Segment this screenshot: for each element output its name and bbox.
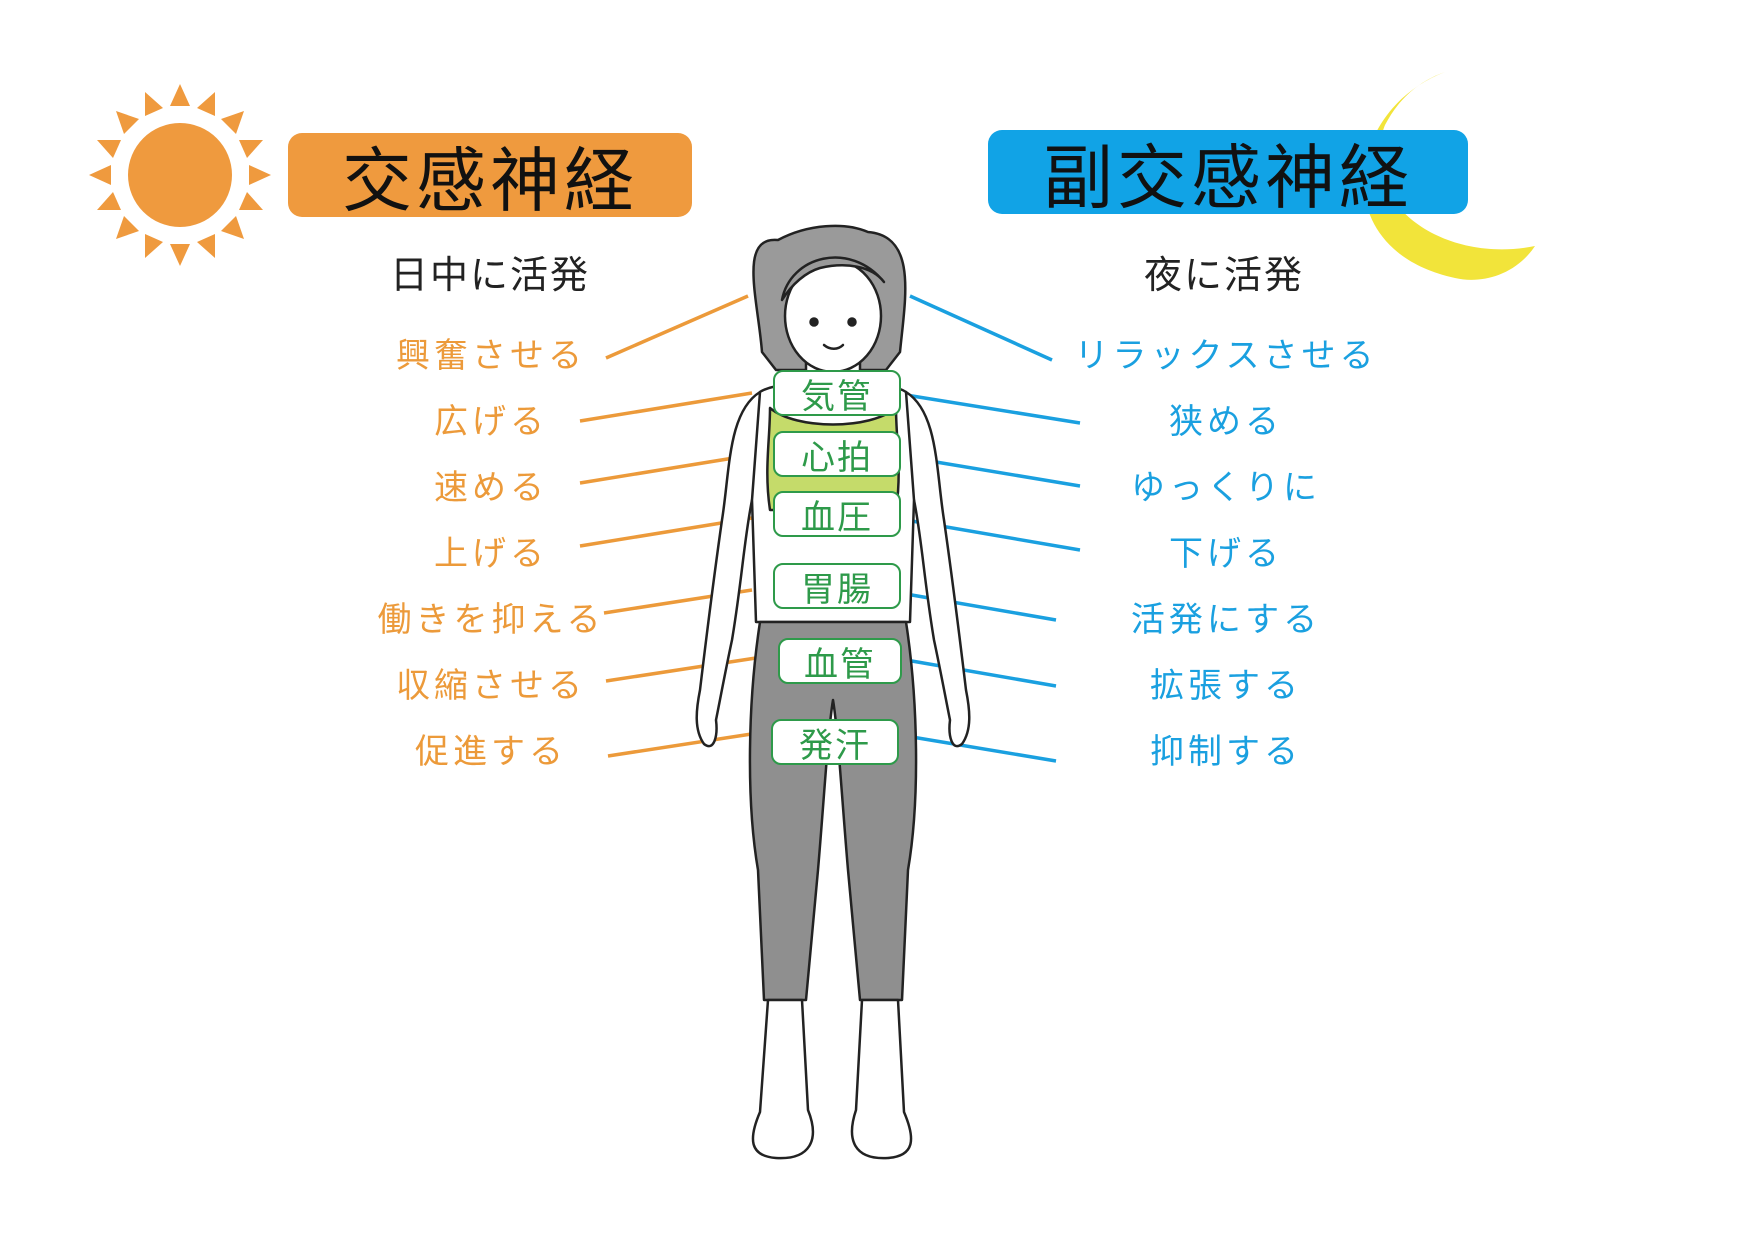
organ-label-trachea: 気管 (773, 370, 901, 417)
sympathetic-effect-4: 働きを抑える (377, 600, 605, 640)
sympathetic-effect-5: 収縮させる (396, 666, 586, 706)
sympathetic-effect-1: 広げる (434, 402, 548, 442)
sympathetic-subtitle: 日中に活発 (389, 253, 590, 297)
parasympathetic-effect-4: 活発にする (1130, 600, 1322, 640)
sympathetic-effect-3: 上げる (434, 534, 548, 574)
parasympathetic-title-box: 副交感神経 (988, 130, 1468, 219)
sympathetic-title-box: 交感神経 (288, 133, 692, 222)
parasympathetic-effect-6: 抑制する (1150, 732, 1302, 772)
organ-label-digestive: 胃腸 (773, 563, 901, 610)
sun-icon (89, 84, 271, 266)
parasympathetic-effect-3: 下げる (1169, 534, 1283, 574)
parasympathetic-connector-lines (905, 294, 1081, 763)
parasympathetic-effect-0: リラックスさせる (1074, 336, 1378, 376)
organ-label-heartbeat: 心拍 (773, 431, 901, 478)
parasympathetic-title: 副交感神経 (1043, 136, 1413, 219)
parasympathetic-effect-1: 狭める (1169, 402, 1283, 442)
organ-label-sweating: 発汗 (771, 719, 899, 766)
organ-label-blood-pressure: 血圧 (773, 491, 901, 538)
crescent-moon-icon (1363, 72, 1535, 280)
woman-figure-illustration (695, 224, 971, 1160)
organ-label-blood-vessels: 血管 (778, 638, 902, 685)
sympathetic-effect-6: 促進する (415, 732, 567, 772)
sympathetic-title: 交感神経 (342, 139, 638, 222)
parasympathetic-effect-2: ゆっくりに (1131, 468, 1321, 508)
sympathetic-effect-2: 速める (434, 468, 548, 508)
sympathetic-effect-0: 興奮させる (396, 336, 586, 376)
parasympathetic-effect-5: 拡張する (1150, 666, 1302, 706)
parasympathetic-subtitle: 夜に活発 (1143, 253, 1304, 297)
